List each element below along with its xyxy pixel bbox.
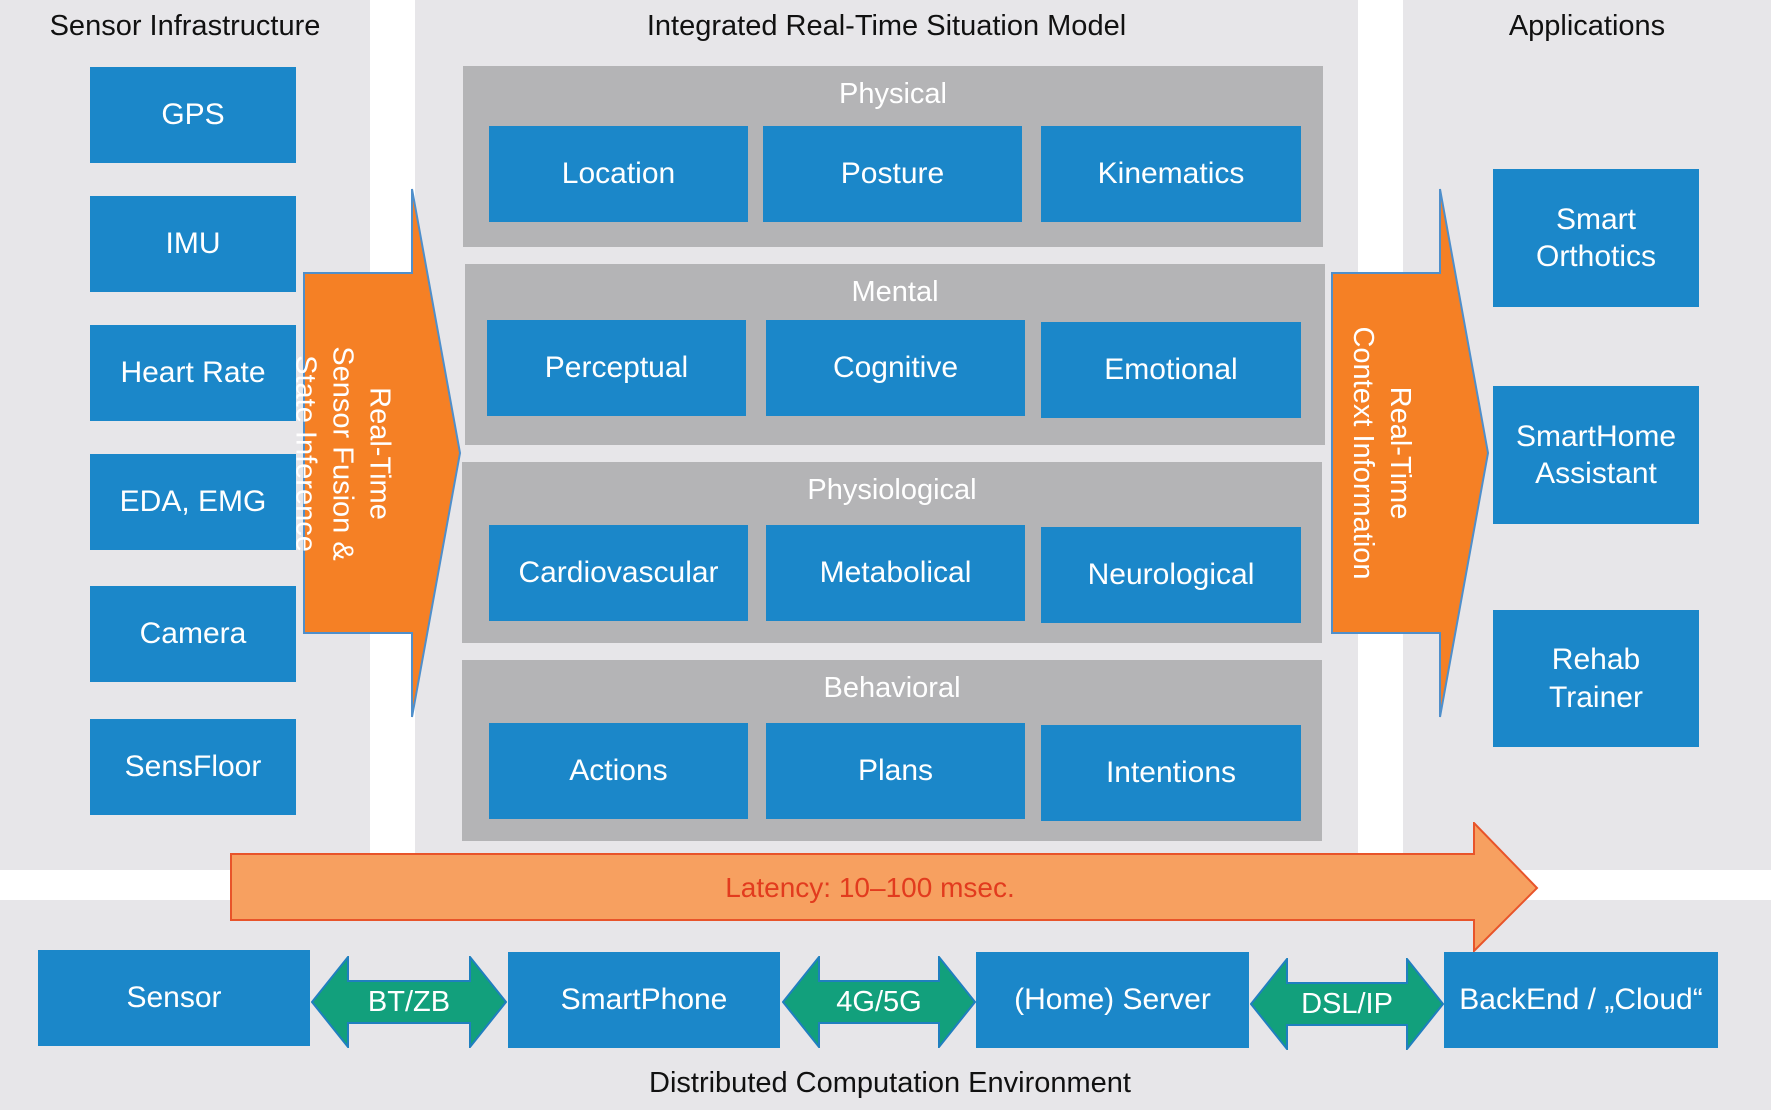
physiological-metabolical: Metabolical: [766, 525, 1025, 621]
mental-emotional: Emotional: [1041, 322, 1301, 418]
mental-perceptual: Perceptual: [487, 320, 746, 416]
sensor-gps: GPS: [90, 67, 296, 163]
app-smarthome-assistant-line2: Assistant: [1535, 457, 1657, 490]
app-rehab-trainer: Rehab Trainer: [1493, 610, 1699, 747]
sensor-heart-rate: Heart Rate: [90, 325, 296, 421]
link-dsl-ip-label: DSL/IP: [1301, 988, 1393, 1020]
model-column-title: Integrated Real-Time Situation Model: [646, 10, 1127, 42]
group-mental-title: Mental: [851, 276, 939, 308]
behavioral-plans: Plans: [766, 723, 1025, 819]
fusion-arrow: [303, 188, 462, 718]
distributed-title: Distributed Computation Environment: [649, 1067, 1131, 1099]
app-smarthome-assistant: SmartHome Assistant: [1493, 386, 1699, 524]
app-smart-orthotics-line2: Orthotics: [1535, 240, 1657, 273]
sensor-imu: IMU: [90, 196, 296, 292]
node-backend-cloud: BackEnd / „Cloud“: [1444, 952, 1718, 1048]
link-4g-5g-label: 4G/5G: [836, 986, 922, 1018]
group-physical-title: Physical: [839, 78, 947, 110]
physiological-cardiovascular: Cardiovascular: [489, 525, 748, 621]
sensor-column-title: Sensor Infrastructure: [49, 10, 321, 42]
app-smart-orthotics: Smart Orthotics: [1493, 169, 1699, 307]
behavioral-actions: Actions: [489, 723, 748, 819]
latency-arrow-shape: [230, 822, 1539, 952]
mental-cognitive: Cognitive: [766, 320, 1025, 416]
app-rehab-trainer-line2: Trainer: [1549, 680, 1643, 714]
context-arrow: [1331, 188, 1490, 718]
link-arrow-bt-zb: [311, 956, 507, 1048]
node-sensor: Sensor: [38, 950, 310, 1046]
context-arrow-text: Real-Time Context Information: [1344, 273, 1418, 633]
app-rehab-trainer-line1: Rehab: [1551, 643, 1641, 676]
app-smart-orthotics-line1: Smart: [1555, 202, 1636, 236]
sensor-sensfloor: SensFloor: [90, 719, 296, 815]
link-arrow-4g-5g: [782, 956, 976, 1048]
node-home-server: (Home) Server: [976, 952, 1249, 1048]
fusion-arrow-line3: State Inference: [289, 355, 322, 552]
physical-location: Location: [489, 126, 748, 222]
node-smartphone: SmartPhone: [508, 952, 780, 1048]
fusion-arrow-line2: Sensor Fusion &: [326, 346, 359, 561]
physiological-neurological: Neurological: [1041, 527, 1301, 623]
link-arrow-dsl-ip: [1250, 958, 1444, 1050]
behavioral-intentions: Intentions: [1041, 725, 1301, 821]
latency-label: Latency: 10–100 msec.: [725, 872, 1015, 903]
sensor-eda-emg: EDA, EMG: [90, 454, 296, 550]
physical-posture: Posture: [763, 126, 1022, 222]
group-behavioral-title: Behavioral: [823, 672, 961, 704]
group-physiological-title: Physiological: [807, 474, 977, 506]
context-arrow-line2: Context Information: [1347, 326, 1379, 580]
apps-column-title: Applications: [1508, 10, 1666, 42]
context-arrow-line1: Real-Time: [1384, 386, 1416, 520]
app-smarthome-assistant-line1: SmartHome: [1515, 419, 1677, 453]
fusion-arrow-text: Real-Time Sensor Fusion & State Inferenc…: [287, 274, 398, 634]
fusion-arrow-line1: Real-Time: [363, 387, 396, 520]
sensor-camera: Camera: [90, 586, 296, 682]
link-bt-zb-label: BT/ZB: [367, 986, 451, 1018]
physical-kinematics: Kinematics: [1041, 126, 1301, 222]
